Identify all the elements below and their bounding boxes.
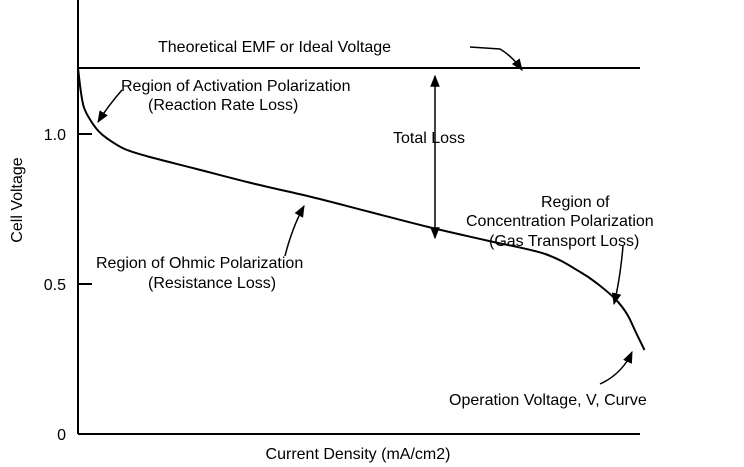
operation-pointer [599, 350, 633, 385]
y-tick-label: 1.0 [44, 127, 66, 144]
y-tick-label: 0.5 [44, 277, 66, 294]
operation-voltage-curve [77, 67, 646, 351]
y-ticks: 0 0.5 1.0 [44, 127, 92, 444]
y-tick-label: 0 [57, 427, 66, 444]
annotation-activation-sub: (Reaction Rate Loss) [148, 97, 298, 114]
annotation-ohmic-sub: (Resistance Loss) [148, 275, 276, 292]
concentration-pointer [611, 245, 624, 306]
annotation-concentration-3: (Gas Transport Loss) [489, 233, 639, 250]
annotation-total-loss: Total Loss [393, 130, 465, 147]
x-axis-label: Current Density (mA/cm2) [266, 446, 451, 463]
activation-pointer [97, 89, 123, 124]
annotation-operation-curve: Operation Voltage, V, Curve [449, 392, 647, 409]
annotation-ohmic-title: Region of Ohmic Polarization [96, 255, 303, 272]
ohmic-pointer [284, 204, 305, 257]
annotation-activation-title: Region of Activation Polarization [121, 78, 350, 95]
annotation-ideal-voltage: Theoretical EMF or Ideal Voltage [158, 39, 391, 56]
y-axis-label: Cell Voltage [9, 157, 26, 242]
ideal-voltage-pointer [469, 46, 523, 71]
annotation-concentration-2: Concentration Polarization [466, 213, 654, 230]
annotation-concentration-1: Region of [541, 194, 610, 211]
